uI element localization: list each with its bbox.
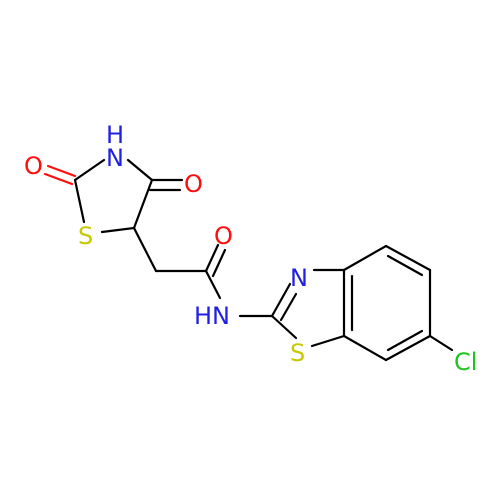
ring-nh-hydrogen-label: H <box>106 121 124 149</box>
ring-sulfur-label: S <box>78 222 93 250</box>
bond-c6-c7 <box>384 334 432 362</box>
bond-c2bt-n-double <box>279 292 298 322</box>
bond-c4-c5 <box>384 244 432 272</box>
bond-c6-c7-double <box>386 329 424 352</box>
bond-c7-c7a <box>342 334 388 362</box>
bond-c5-ch2 <box>132 226 158 273</box>
bond-c4-c5-double <box>386 254 424 277</box>
bond-s-c2 <box>73 178 86 224</box>
bond-co-o-double <box>211 248 227 278</box>
benzothiazole-sulfur-label: S <box>290 339 305 367</box>
bond-co-o <box>204 243 220 273</box>
bonds <box>43 158 454 362</box>
bond-c2-o <box>46 164 77 178</box>
bond-c2bt-n <box>270 282 292 318</box>
bond-n-c4 <box>126 158 154 182</box>
bond-co-nh <box>204 269 222 300</box>
bond-c4-c5 <box>132 178 154 230</box>
bond-c5-s <box>100 226 136 234</box>
oxygen-ring-right-label: O <box>184 170 203 198</box>
bond-c6-cl <box>428 334 454 352</box>
oxygen-ring-left-label: O <box>24 152 43 180</box>
ring-nitrogen-label: N <box>106 144 124 172</box>
bond-s-c2bt <box>270 314 298 340</box>
bond-c2-o-double <box>43 172 74 186</box>
amide-nh-label: HN <box>194 302 230 330</box>
bond-c3a-c4 <box>342 244 388 272</box>
benzothiazole-nitrogen-label: N <box>290 264 308 292</box>
atom-labels: O H N O S O N HN S Cl <box>24 121 477 376</box>
bond-c2-n <box>73 158 106 182</box>
chlorine-label: Cl <box>454 348 477 376</box>
amide-oxygen-label: O <box>214 222 233 250</box>
bond-c7a-s <box>310 334 346 348</box>
